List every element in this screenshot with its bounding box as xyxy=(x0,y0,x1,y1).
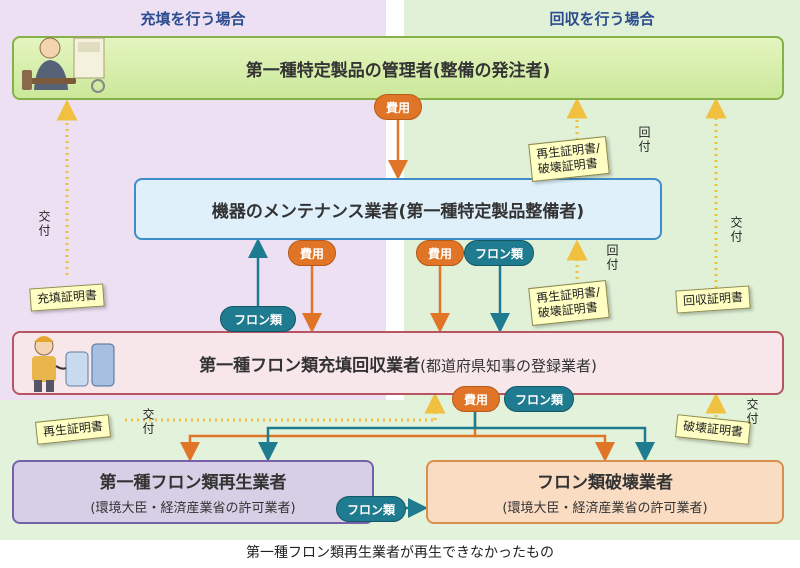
fee-pill-maint-right: 費用 xyxy=(416,240,464,266)
regen-destroy-certificate-note-mid: 再生証明書/ 破壊証明書 xyxy=(528,280,610,326)
issue-label-recovery: 交付 xyxy=(729,216,743,244)
return-label-top: 回付 xyxy=(637,126,651,154)
regenerator-node: 第一種フロン類再生業者 (環境大臣・経済産業省の許可業者) xyxy=(12,460,374,524)
diagram-caption: 第一種フロン類再生業者が再生できなかったもの xyxy=(246,545,554,561)
certificate-flows xyxy=(56,97,727,422)
fee-pill-maint-left: 費用 xyxy=(288,240,336,266)
destroyer-sub-label: (環境大臣・経済産業省の許可業者) xyxy=(502,501,708,516)
return-label-mid: 回付 xyxy=(605,244,619,272)
owner-node: 第一種特定製品の管理者(整備の発注者) xyxy=(12,36,784,100)
zone-title-filling: 充填を行う場合 xyxy=(140,10,246,28)
owner-label: 第一種特定製品の管理者(整備の発注者) xyxy=(245,60,551,81)
regenerator-label: 第一種フロン類再生業者 xyxy=(99,473,287,493)
manager-illustration-icon xyxy=(22,37,105,93)
fee-pill-owner: 費用 xyxy=(374,94,422,120)
fee-to-destroy xyxy=(475,434,615,462)
fill-recovery-suffix: (都道府県知事の登録業者) xyxy=(420,356,597,375)
freon-pill-maint: フロン類 xyxy=(464,240,534,266)
fee-to-regen xyxy=(180,395,477,462)
zone-title-recovery: 回収を行う場合 xyxy=(549,10,655,28)
maintenance-node: 機器のメンテナンス業者(第一種特定製品整備者) xyxy=(134,178,662,240)
regenerator-sub-label: (環境大臣・経済産業省の許可業者) xyxy=(90,501,296,516)
fee-pill-bottom: 費用 xyxy=(452,386,500,412)
destroyer-node: フロン類破壊業者 (環境大臣・経済産業省の許可業者) xyxy=(426,460,784,524)
worker-illustration-icon xyxy=(32,336,115,392)
freon-pill-bottom: フロン類 xyxy=(504,386,574,412)
issue-label-fill: 交付 xyxy=(37,210,51,238)
freon-to-destroy xyxy=(475,426,655,462)
fill-recovery-label: 第一種フロン類充填回収業者 xyxy=(199,355,421,376)
freon-to-regen xyxy=(258,395,477,462)
regen-destroy-certificate-note-top: 再生証明書/ 破壊証明書 xyxy=(528,136,610,182)
maintenance-label: 機器のメンテナンス業者(第一種特定製品整備者) xyxy=(211,201,585,222)
destroyer-label: フロン類破壊業者 xyxy=(537,473,673,493)
freon-pill-regen: フロン類 xyxy=(336,496,406,522)
issue-label-regen: 交付 xyxy=(141,408,155,436)
issue-label-destroy: 交付 xyxy=(745,398,759,426)
fill-recovery-node: 第一種フロン類充填回収業者(都道府県知事の登録業者) xyxy=(12,331,784,395)
freon-pill-fill: フロン類 xyxy=(220,306,296,332)
